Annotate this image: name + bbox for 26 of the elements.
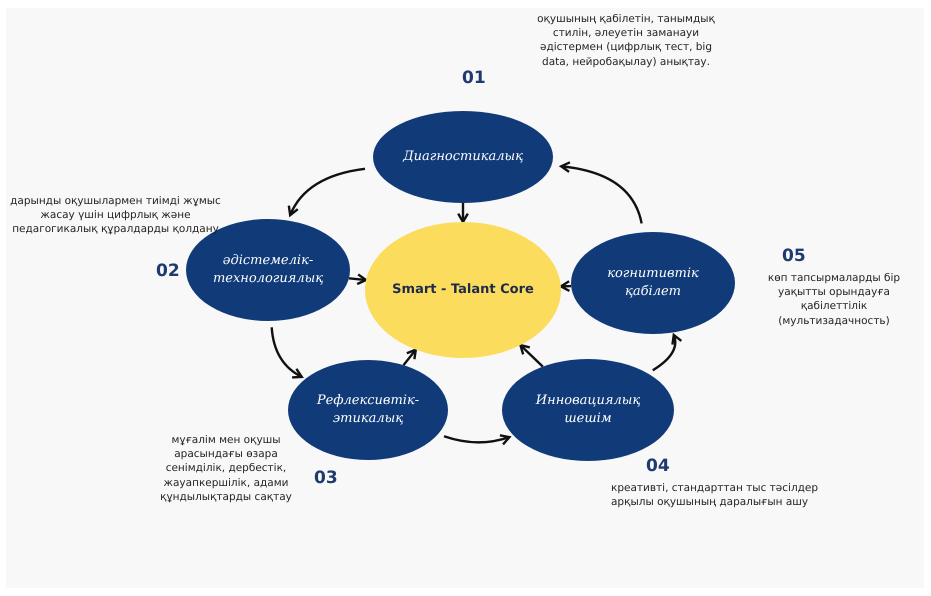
arrow <box>519 344 544 368</box>
step-number: 03 <box>314 468 338 488</box>
arrow <box>402 348 418 366</box>
step-number: 04 <box>646 456 670 476</box>
node-label: әдістемелік-технологиялық <box>212 252 324 288</box>
node-label: Инновациялық шешім <box>534 392 642 428</box>
node-label: когнитивтік қабілет <box>606 264 700 301</box>
description-text: креативті, стандарттан тыс тәсілдер арқылы оқушының даралығын ашу <box>611 481 820 510</box>
node-label: Диагностикалық <box>403 148 523 166</box>
arrow <box>652 334 682 372</box>
node-label: Рефлексивтік-этикалық <box>316 392 420 428</box>
description-text: оқушының қабілетін, танымдық стилін, әлеуетін заманауи әдістермен (цифрлық тест, big data, нейробақылау) анықтау. <box>536 12 716 69</box>
step-number: 01 <box>462 68 486 88</box>
step-number: 02 <box>156 261 180 281</box>
description-text: көп тапсырмаларды бір уақытты орындауға қабілеттілік (мультизадачность) <box>766 271 902 328</box>
description-text: мұғалім мен оқушы арасындағы өзара сенімділік, дербестік, жауапкершілік, адами құндылықтарды сақтау <box>159 433 293 504</box>
node-label: Smart - Talant Core <box>392 280 534 299</box>
arrow <box>348 273 368 286</box>
arrow <box>288 168 366 216</box>
arrow <box>560 280 572 292</box>
arrow <box>444 434 511 446</box>
arrow <box>270 327 303 378</box>
description-text: дарынды оқушылармен тиімді жұмыс жасау үшін цифрлық және педагогикалық құралдарды қолдану <box>9 194 222 237</box>
arrow <box>560 161 643 224</box>
arrow <box>457 203 469 224</box>
step-number: 05 <box>782 246 806 266</box>
